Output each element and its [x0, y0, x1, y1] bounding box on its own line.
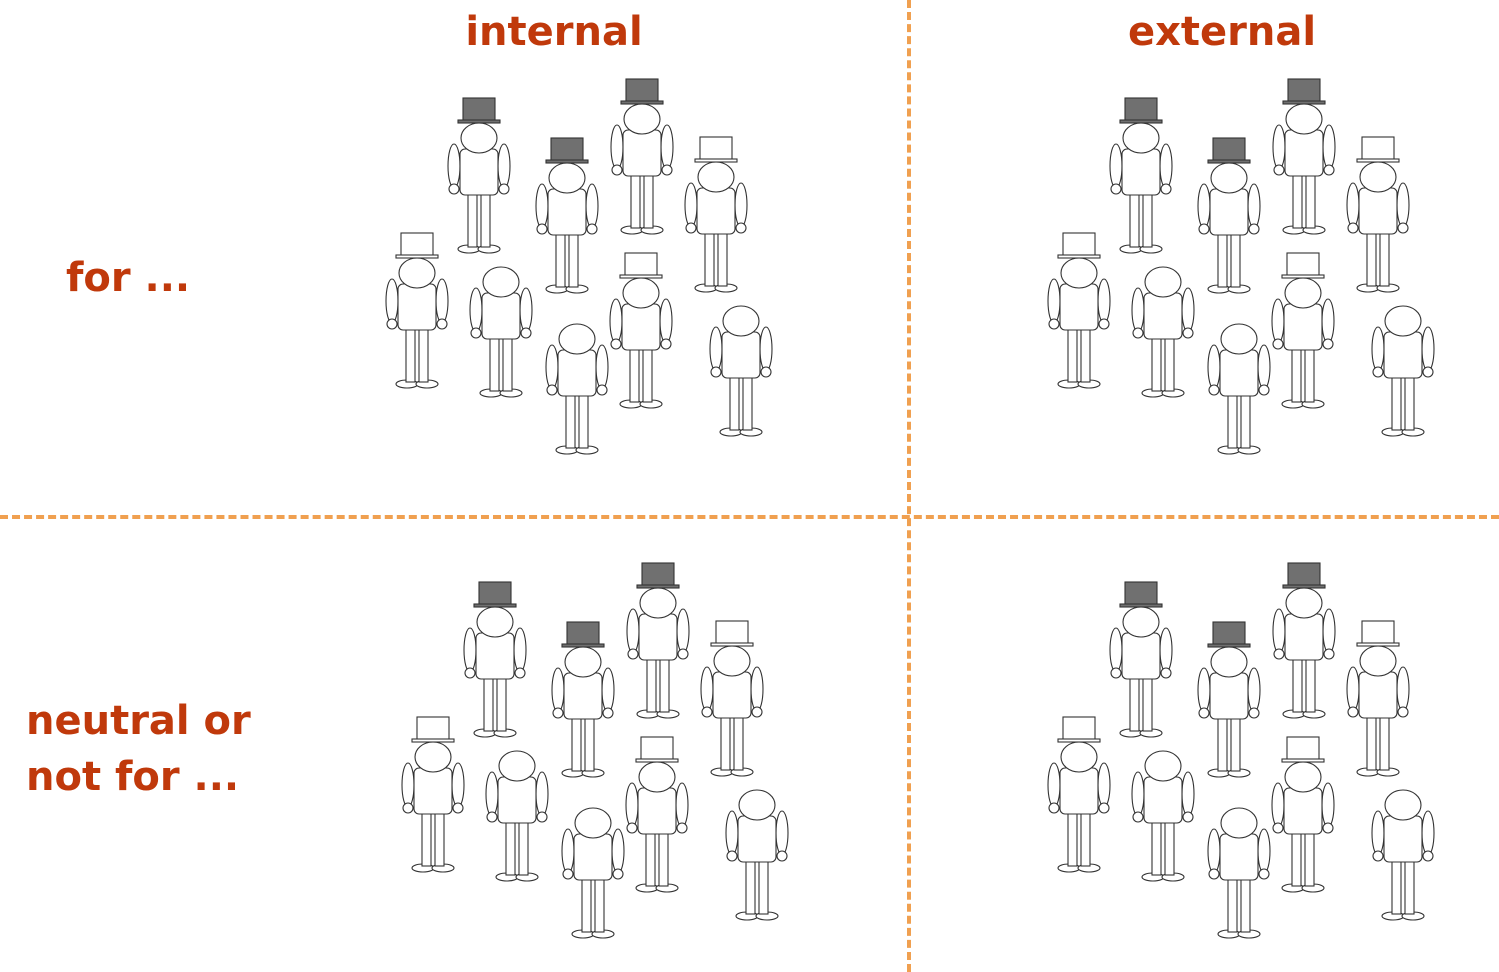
person-figure-light-hat — [1271, 252, 1335, 409]
person-figure-dark-hat — [1109, 581, 1173, 738]
column-header-external: external — [1127, 9, 1317, 55]
vertical-divider — [907, 0, 911, 972]
person-figure-light-hat — [1346, 620, 1410, 777]
person-figure-dark-hat — [551, 621, 615, 778]
person-figure-none — [1131, 266, 1195, 398]
person-figure-dark-hat — [1109, 97, 1173, 254]
person-figure-dark-hat — [626, 562, 690, 719]
person-figure-dark-hat — [1272, 562, 1336, 719]
person-figure-light-hat — [684, 136, 748, 293]
quadrant-bottom-left — [401, 562, 789, 939]
column-header-internal: internal — [465, 9, 643, 55]
person-figure-none — [709, 305, 773, 437]
person-figure-light-hat — [385, 232, 449, 389]
person-figure-dark-hat — [1197, 621, 1261, 778]
person-figure-light-hat — [609, 252, 673, 409]
person-figure-light-hat — [1271, 736, 1335, 893]
person-figure-none — [561, 807, 625, 939]
person-figure-light-hat — [625, 736, 689, 893]
person-figure-light-hat — [1047, 232, 1111, 389]
person-figure-light-hat — [401, 716, 465, 873]
person-figure-light-hat — [1346, 136, 1410, 293]
person-figure-dark-hat — [1272, 78, 1336, 235]
person-figure-dark-hat — [463, 581, 527, 738]
person-figure-dark-hat — [535, 137, 599, 294]
row-label-for: for ... — [66, 255, 191, 301]
quadrant-top-right — [1047, 78, 1435, 455]
horizontal-divider — [0, 515, 1499, 519]
person-figure-light-hat — [1047, 716, 1111, 873]
person-figure-none — [1371, 789, 1435, 921]
person-figure-none — [485, 750, 549, 882]
person-figure-none — [725, 789, 789, 921]
person-figure-dark-hat — [1197, 137, 1261, 294]
person-figure-none — [1131, 750, 1195, 882]
quadrant-top-left — [385, 78, 773, 455]
person-figure-none — [469, 266, 533, 398]
person-figure-none — [1371, 305, 1435, 437]
row-label-neutral-line2: not for ... — [26, 754, 240, 800]
person-figure-none — [1207, 807, 1271, 939]
person-figure-none — [1207, 323, 1271, 455]
person-figure-dark-hat — [610, 78, 674, 235]
quadrant-bottom-right — [1047, 562, 1435, 939]
row-label-neutral-line1: neutral or — [26, 698, 251, 744]
person-figure-dark-hat — [447, 97, 511, 254]
person-figure-none — [545, 323, 609, 455]
person-figure-light-hat — [700, 620, 764, 777]
